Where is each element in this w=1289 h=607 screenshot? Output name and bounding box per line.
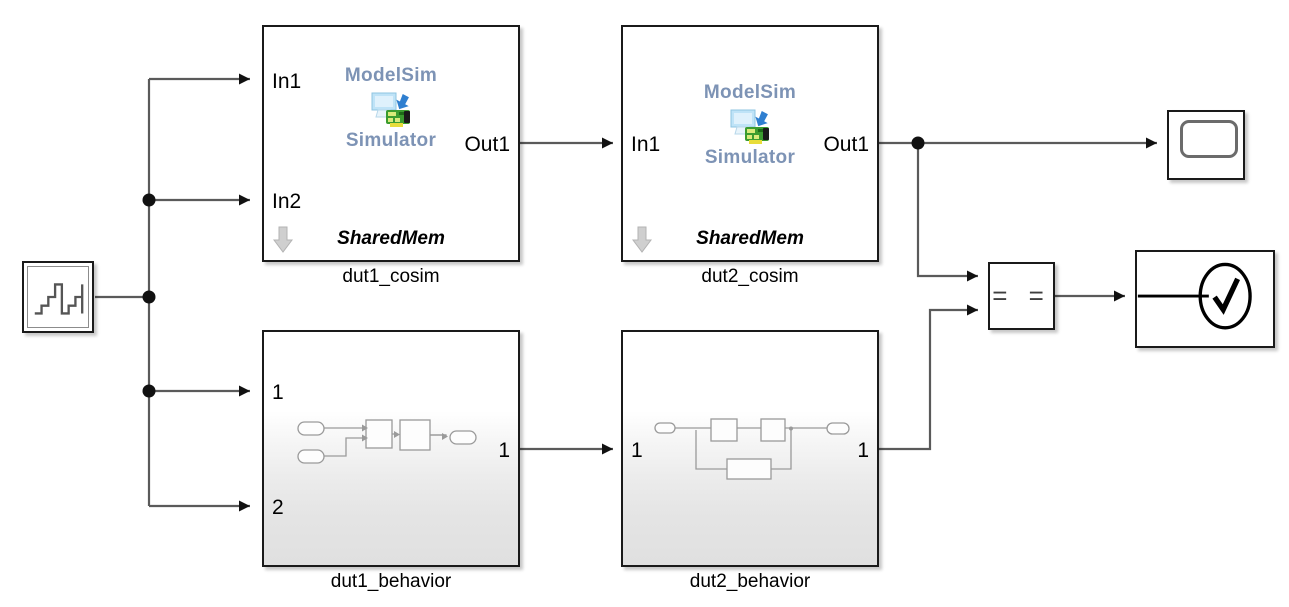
dut2-behavior-gradient (623, 332, 877, 565)
dut1-behavior-block[interactable]: 1 2 1 (262, 330, 520, 567)
dut1-behavior-in1-label: 1 (272, 381, 284, 404)
signal-source-block[interactable] (22, 261, 94, 333)
junction-dot-source (142, 290, 156, 304)
scope-display-icon (1180, 120, 1238, 158)
wire-dut2cosim-to-eq-in1 (916, 143, 978, 282)
dut2-behavior-name-label: dut2_behavior (689, 571, 811, 592)
dut1-cosim-block[interactable]: In1 In2 Out1 ModelSim (262, 25, 520, 262)
relational-operator-block[interactable]: = = (988, 262, 1055, 330)
modelsim-logo-top-text: ModelSim (703, 82, 797, 103)
dut1-behavior-name-label: dut1_behavior (330, 571, 452, 592)
signal-source-frame (27, 266, 89, 328)
dut2-behavior-in1-label: 1 (631, 439, 643, 462)
dut1-cosim-sharedmem-label: SharedMem (337, 228, 445, 249)
modelsim-logo-top-text: ModelSim (344, 65, 438, 86)
dut1-cosim-in2-label: In2 (272, 190, 302, 213)
equality-operator-icon: = = (992, 280, 1051, 311)
dut2-behavior-block[interactable]: 1 1 (621, 330, 879, 567)
modelsim-monitor-chip-icon (727, 107, 773, 145)
staircase-waveform-icon (34, 283, 84, 315)
dut1-cosim-in1-label: In1 (272, 70, 302, 93)
dut2-cosim-out1-label: Out1 (823, 133, 869, 156)
modelsim-logo: ModelSim (623, 82, 877, 169)
dut2-cosim-name-label: dut2_cosim (701, 266, 799, 287)
modelsim-logo: ModelSim (264, 65, 518, 152)
modelsim-logo-bottom-text: Simulator (345, 130, 437, 151)
subsystem-blockdiagram-icon (651, 417, 856, 492)
dut2-behavior-out1-label: 1 (857, 439, 869, 462)
subsystem-blockdiagram-icon (292, 414, 492, 479)
down-arrow-icon (272, 226, 294, 259)
dut1-behavior-out1-label: 1 (498, 439, 510, 462)
dut2-cosim-sharedmem-label: SharedMem (696, 228, 804, 249)
modelsim-monitor-chip-icon (368, 90, 414, 128)
scope-block[interactable] (1167, 110, 1245, 180)
dut1-cosim-name-label: dut1_cosim (342, 266, 440, 287)
dut2-cosim-block[interactable]: In1 Out1 ModelSim (621, 25, 879, 262)
junction-dot-in2 (142, 193, 156, 207)
junction-dot-behavior (142, 384, 156, 398)
junction-dot-dut2-out (911, 136, 925, 150)
assertion-checkmark-icon (1137, 262, 1252, 330)
dut1-cosim-out1-label: Out1 (464, 133, 510, 156)
dut2-cosim-commmode-row: SharedMem (623, 226, 877, 256)
assertion-block[interactable] (1135, 250, 1275, 348)
wire-dut2behavior-to-eq-in2 (879, 304, 978, 451)
dut1-cosim-commmode-row: SharedMem (264, 226, 518, 256)
dut1-behavior-in2-label: 2 (272, 496, 284, 519)
dut2-cosim-in1-label: In1 (631, 133, 661, 156)
modelsim-logo-bottom-text: Simulator (704, 147, 796, 168)
down-arrow-icon (631, 226, 653, 259)
